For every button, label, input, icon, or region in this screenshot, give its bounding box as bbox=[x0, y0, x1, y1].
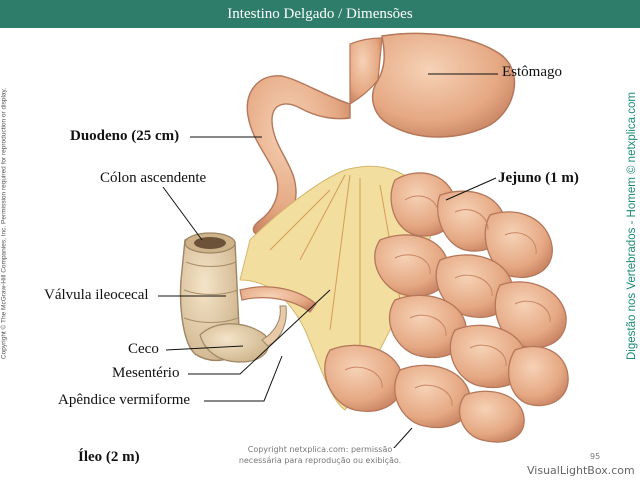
intestine-illustration bbox=[158, 32, 569, 448]
footer-copyright: Copyright netxplica.com: permissão neces… bbox=[200, 444, 440, 466]
stomach-neck bbox=[349, 37, 383, 106]
label-estomago: Estômago bbox=[502, 64, 562, 80]
page-number: 95 bbox=[590, 452, 601, 461]
footer-line-2: necessária para reprodução ou exibição. bbox=[238, 456, 402, 465]
title-bar: Intestino Delgado / Dimensões bbox=[0, 0, 640, 28]
duodenum bbox=[246, 75, 351, 236]
small-intestine-loops bbox=[324, 172, 569, 443]
terminal-ileum bbox=[239, 286, 317, 313]
label-colon-ascendente: Cólon ascendente bbox=[100, 170, 207, 186]
side-copyright-left: Copyright © The McGraw-Hill Companies, I… bbox=[0, 87, 8, 360]
side-credit-right: Digestão nos Vertebrados - Homem © netxp… bbox=[626, 92, 638, 360]
leader-lines bbox=[158, 73, 498, 448]
label-jejuno: Jejuno (1 m) bbox=[498, 170, 579, 186]
appendix bbox=[261, 305, 287, 347]
label-ileo: Íleo (2 m) bbox=[78, 449, 140, 465]
page-title: Intestino Delgado / Dimensões bbox=[227, 6, 413, 22]
footer-line-1: Copyright netxplica.com: permissão bbox=[247, 445, 393, 454]
label-ceco: Ceco bbox=[128, 341, 159, 357]
label-duodeno: Duodeno (25 cm) bbox=[70, 128, 180, 144]
label-apendice: Apêndice vermiforme bbox=[58, 392, 191, 408]
watermark: VisualLightBox.com bbox=[527, 464, 635, 477]
stomach bbox=[371, 32, 516, 138]
cecum bbox=[199, 323, 270, 363]
label-valvula-ileocecal: Válvula ileocecal bbox=[44, 287, 149, 303]
label-mesenterio: Mesentério bbox=[112, 365, 180, 381]
